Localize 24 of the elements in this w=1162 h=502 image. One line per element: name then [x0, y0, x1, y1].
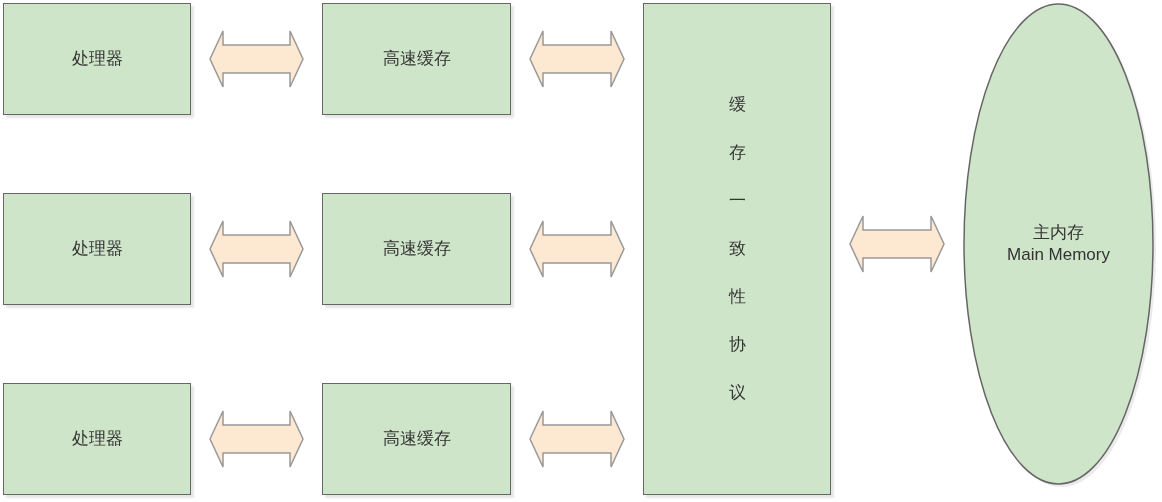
- node-label: Main Memory: [1007, 244, 1110, 266]
- double-arrow: [209, 220, 304, 278]
- protocol-box: [643, 3, 831, 495]
- cache-box: [322, 193, 511, 305]
- cache-box: [322, 3, 511, 115]
- node-label: 处理器: [71, 428, 123, 450]
- processor-box: [3, 193, 191, 305]
- processor-box: [3, 383, 191, 495]
- node-label: 高速缓存: [382, 238, 451, 260]
- double-arrow: [529, 220, 625, 278]
- node-label: 主内存: [1033, 222, 1084, 244]
- double-arrow: [529, 410, 625, 468]
- node-label: 高速缓存: [382, 48, 451, 70]
- double-arrow: [209, 410, 304, 468]
- node-label: 高速缓存: [382, 428, 451, 450]
- node-label: 处理器: [71, 238, 123, 260]
- cache-box: [322, 383, 511, 495]
- vertical-label: 缓存一致性协议: [728, 94, 746, 404]
- double-arrow: [529, 30, 625, 88]
- processor-box: [3, 3, 191, 115]
- memory-ellipse: [963, 3, 1154, 485]
- node-label: 处理器: [71, 48, 123, 70]
- double-arrow: [209, 30, 304, 88]
- double-arrow: [849, 215, 945, 273]
